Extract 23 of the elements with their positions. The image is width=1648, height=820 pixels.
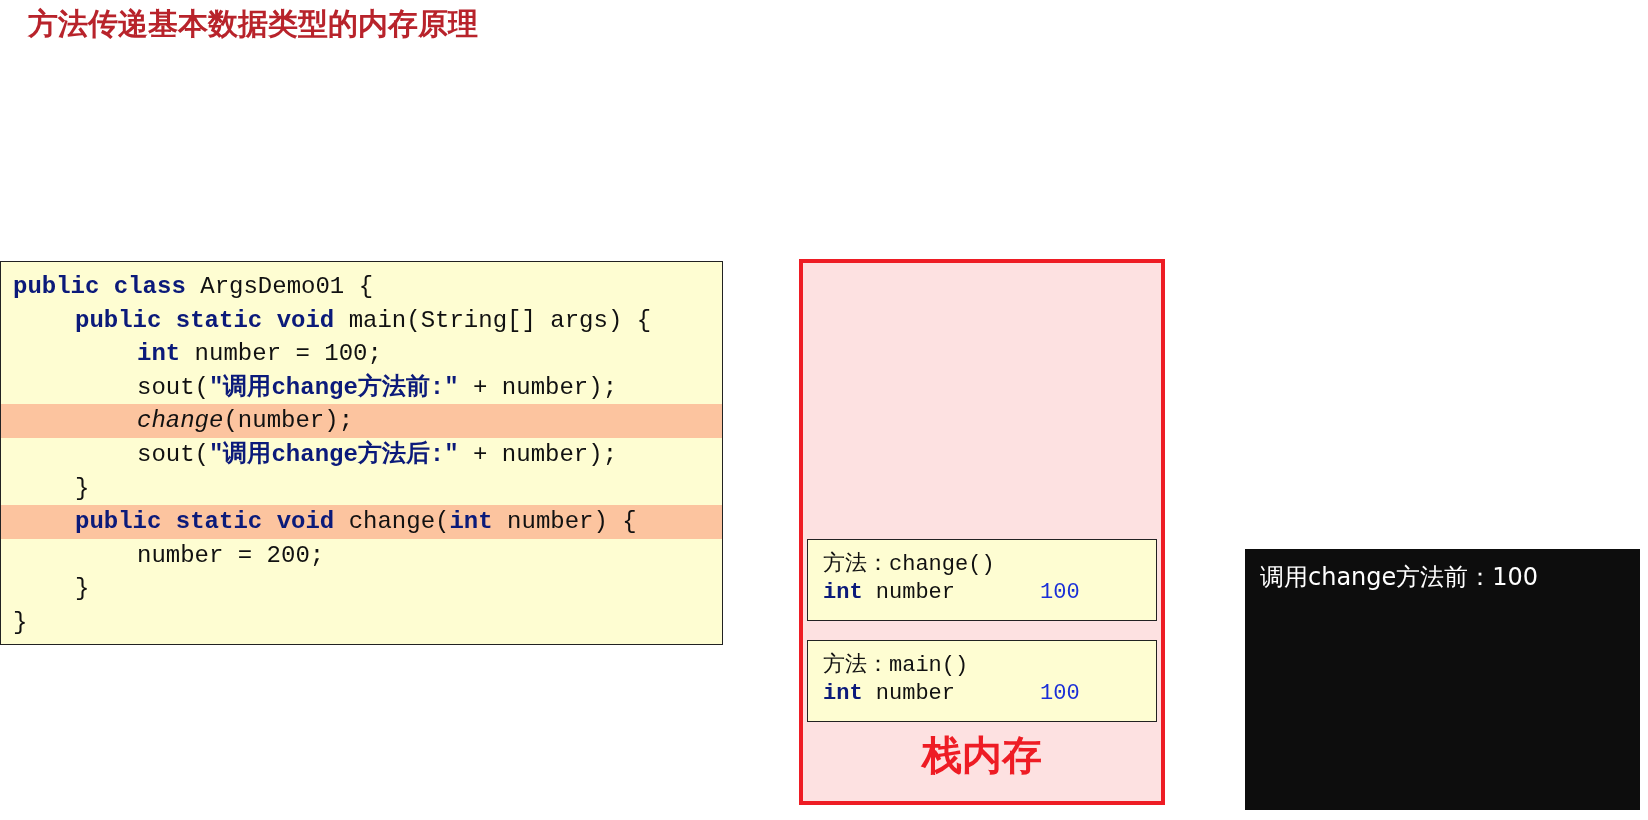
stack-frame (807, 640, 1157, 722)
frame-variable: int number (823, 681, 956, 706)
code-line: } (74, 473, 91, 504)
frame-method-name: 方法：change() (823, 550, 995, 578)
code-line: public static void main(String[] args) { (74, 305, 653, 336)
stack-frame (807, 539, 1157, 621)
code-line: int number = 100; (136, 339, 383, 370)
code-line: public class ArgsDemo01 { (12, 272, 375, 302)
frame-variable: int number (823, 580, 956, 605)
code-line: sout("调用change方法前:" + number); (136, 372, 619, 403)
frame-method-name: 方法：main() (823, 651, 969, 679)
stack-label: 栈内存 (920, 731, 1043, 780)
code-line: sout("调用change方法后:" + number); (136, 439, 619, 470)
console-output: 调用change方法前：100 (1260, 562, 1539, 593)
code-line: } (74, 574, 91, 605)
title: 方法传递基本数据类型的内存原理 (28, 5, 478, 43)
stack-memory-panel (799, 259, 1165, 805)
code-panel (0, 261, 723, 645)
code-line: } (12, 607, 29, 638)
frame-value: 100 (1040, 681, 1080, 706)
code-line: number = 200; (136, 540, 326, 571)
frame-value: 100 (1040, 580, 1080, 605)
console-panel (1245, 549, 1640, 810)
